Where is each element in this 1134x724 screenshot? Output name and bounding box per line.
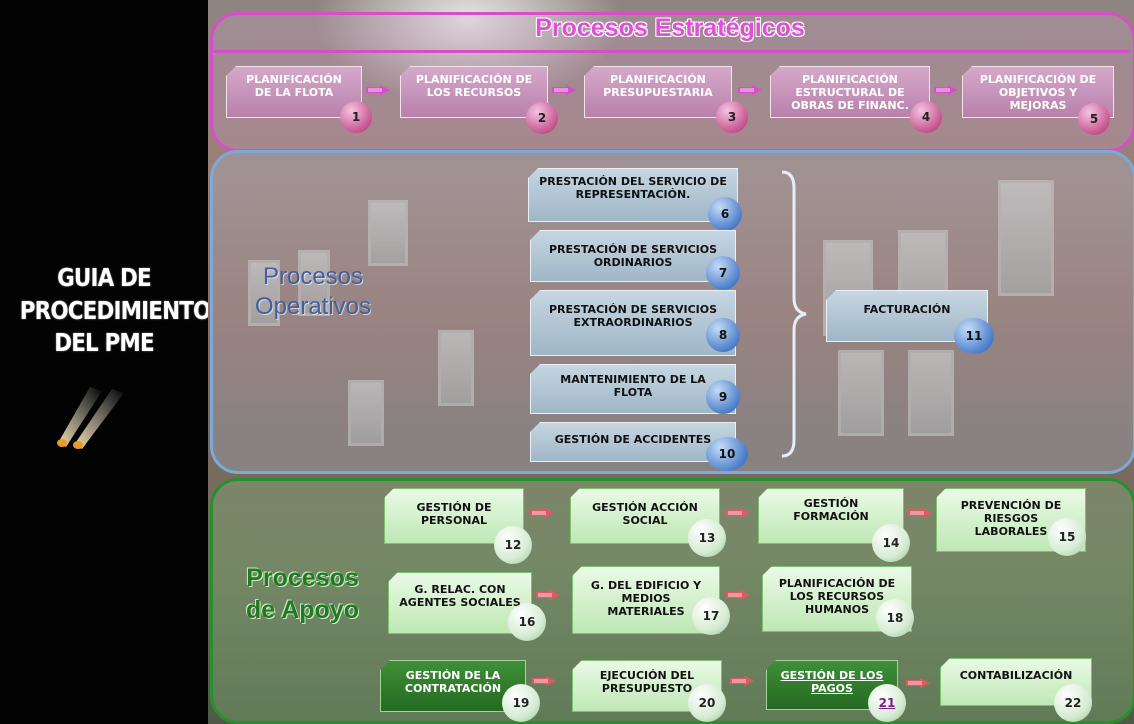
window bbox=[998, 180, 1054, 296]
process-label: GESTIÓN DE PERSONAL bbox=[416, 501, 492, 527]
process-label: PLANIFICACIÓN ESTRUCTURAL DE OBRAS DE FI… bbox=[791, 73, 909, 112]
flow-arrow bbox=[536, 590, 560, 600]
process-box-9[interactable]: MANTENIMIENTO DE LA FLOTA bbox=[530, 364, 736, 414]
window bbox=[438, 330, 474, 406]
process-number-5[interactable]: 5 bbox=[1078, 103, 1110, 135]
process-number-1[interactable]: 1 bbox=[340, 101, 372, 133]
process-label: GESTIÓN ACCIÓN SOCIAL bbox=[592, 501, 698, 527]
process-label: PLANIFICACIÓN DE LOS RECURSOS bbox=[415, 73, 533, 99]
flow-arrow bbox=[738, 85, 762, 95]
guide-title: GUIA DE PROCEDIMIENTOS DEL PME bbox=[19, 263, 226, 357]
process-box-2[interactable]: PLANIFICACIÓN DE LOS RECURSOS bbox=[400, 66, 548, 118]
process-number-13[interactable]: 13 bbox=[688, 519, 726, 557]
window bbox=[838, 350, 884, 436]
process-box-6[interactable]: PRESTACIÓN DEL SERVICIO DE REPRESENTACIÓ… bbox=[528, 168, 738, 222]
process-box-8[interactable]: PRESTACIÓN DE SERVICIOS EXTRAORDINARIOS bbox=[530, 290, 736, 356]
window bbox=[908, 350, 954, 436]
process-label: PRESTACIÓN DE SERVICIOS EXTRAORDINARIOS bbox=[548, 303, 718, 329]
process-label: PRESTACIÓN DEL SERVICIO DE REPRESENTACIÓ… bbox=[539, 175, 727, 201]
flow-arrow bbox=[530, 508, 554, 518]
process-number-3[interactable]: 3 bbox=[716, 101, 748, 133]
flow-arrow bbox=[552, 85, 576, 95]
spotlights-icon bbox=[57, 387, 124, 449]
process-label: PRESTACIÓN DE SERVICIOS ORDINARIOS bbox=[548, 243, 718, 269]
process-box-7[interactable]: PRESTACIÓN DE SERVICIOS ORDINARIOS bbox=[530, 230, 736, 282]
process-box-14[interactable]: GESTIÓN FORMACIÓN bbox=[758, 488, 904, 544]
process-number-16[interactable]: 16 bbox=[508, 603, 546, 641]
process-label: G. RELAC. CON AGENTES SOCIALES bbox=[399, 583, 521, 609]
window bbox=[348, 380, 384, 446]
process-label: GESTIÓN DE LA CONTRATACIÓN bbox=[404, 669, 502, 695]
process-label: FACTURACIÓN bbox=[863, 303, 951, 316]
process-number-8[interactable]: 8 bbox=[706, 318, 740, 352]
window bbox=[368, 200, 408, 266]
process-number-10[interactable]: 10 bbox=[706, 437, 748, 471]
process-box-10[interactable]: GESTIÓN DE ACCIDENTES bbox=[530, 422, 736, 462]
flow-arrow bbox=[906, 678, 930, 688]
process-box-19[interactable]: GESTIÓN DE LA CONTRATACIÓN bbox=[380, 660, 526, 712]
process-number-7[interactable]: 7 bbox=[706, 256, 740, 290]
process-label: GESTIÓN FORMACIÓN bbox=[793, 497, 869, 523]
pagos-link[interactable]: GESTIÓN DE LOS PAGOS bbox=[781, 669, 884, 695]
window bbox=[298, 250, 330, 316]
operative-title: Procesos Operativos bbox=[254, 263, 372, 320]
strategic-title-bar bbox=[210, 12, 1130, 53]
process-number-18[interactable]: 18 bbox=[876, 599, 914, 637]
process-box-4[interactable]: PLANIFICACIÓN ESTRUCTURAL DE OBRAS DE FI… bbox=[770, 66, 930, 118]
flow-arrow bbox=[726, 590, 750, 600]
process-label: PLANIFICACIÓN DE LOS RECURSOS HUMANOS bbox=[778, 577, 896, 616]
process-label: PLANIFICACIÓN PRESUPUESTARIA bbox=[603, 73, 713, 99]
process-number-15[interactable]: 15 bbox=[1048, 518, 1086, 556]
process-label: MANTENIMIENTO DE LA FLOTA bbox=[560, 373, 706, 399]
flow-arrow bbox=[532, 676, 556, 686]
process-label: GESTIÓN DE LOS PAGOS bbox=[780, 669, 884, 695]
process-number-11[interactable]: 11 bbox=[954, 318, 994, 354]
strategic-title: Procesos Estratégicos bbox=[535, 14, 805, 42]
process-number-22[interactable]: 22 bbox=[1054, 684, 1092, 722]
process-box-1[interactable]: PLANIFICACIÓN DE LA FLOTA bbox=[226, 66, 362, 118]
process-number-6[interactable]: 6 bbox=[708, 197, 742, 231]
support-title: Procesos de Apoyo bbox=[246, 564, 359, 624]
process-number-9[interactable]: 9 bbox=[706, 380, 740, 414]
process-number-12[interactable]: 12 bbox=[494, 526, 532, 564]
process-number-2[interactable]: 2 bbox=[526, 102, 558, 134]
process-box-3[interactable]: PLANIFICACIÓN PRESUPUESTARIA bbox=[584, 66, 732, 118]
process-label: EJECUCIÓN DEL PRESUPUESTO bbox=[599, 669, 695, 695]
process-label: G. DEL EDIFICIO Y MEDIOS MATERIALES bbox=[590, 579, 702, 618]
flow-arrow bbox=[730, 676, 754, 686]
process-number-14[interactable]: 14 bbox=[872, 524, 910, 562]
process-number-19[interactable]: 19 bbox=[502, 684, 540, 722]
flow-arrow bbox=[366, 85, 390, 95]
left-panel: GUIA DE PROCEDIMIENTOS DEL PME bbox=[0, 0, 226, 724]
brace-icon bbox=[781, 170, 807, 458]
process-number-4[interactable]: 4 bbox=[910, 101, 942, 133]
process-box-15[interactable]: PREVENCIÓN DE RIESGOS LABORALES bbox=[936, 488, 1086, 552]
process-number-21[interactable]: 21 bbox=[868, 684, 906, 722]
flow-arrow bbox=[908, 508, 932, 518]
flow-arrow bbox=[726, 508, 750, 518]
process-label: GESTIÓN DE ACCIDENTES bbox=[554, 433, 712, 446]
process-label: PLANIFICACIÓN DE OBJETIVOS Y MEJORAS bbox=[979, 73, 1097, 112]
window bbox=[248, 260, 280, 326]
process-label: CONTABILIZACIÓN bbox=[959, 669, 1073, 682]
process-label: PREVENCIÓN DE RIESGOS LABORALES bbox=[960, 499, 1062, 538]
process-number-17[interactable]: 17 bbox=[692, 597, 730, 635]
process-box-17[interactable]: G. DEL EDIFICIO Y MEDIOS MATERIALES bbox=[572, 566, 720, 634]
process-label: PLANIFICACIÓN DE LA FLOTA bbox=[246, 73, 342, 99]
process-number-20[interactable]: 20 bbox=[688, 684, 726, 722]
process-box-18[interactable]: PLANIFICACIÓN DE LOS RECURSOS HUMANOS bbox=[762, 566, 912, 632]
process-box-22[interactable]: CONTABILIZACIÓN bbox=[940, 658, 1092, 706]
flow-arrow bbox=[934, 85, 958, 95]
